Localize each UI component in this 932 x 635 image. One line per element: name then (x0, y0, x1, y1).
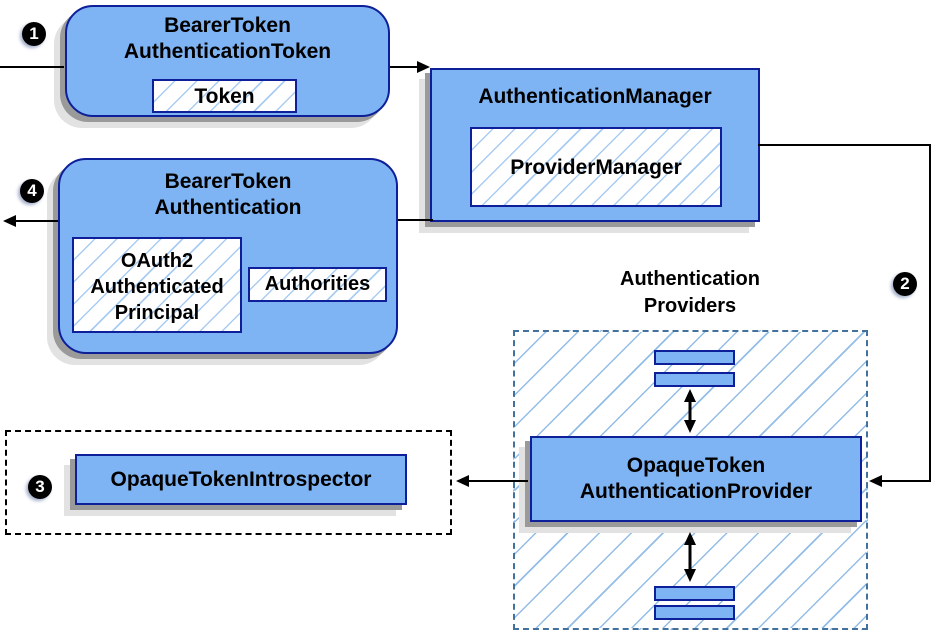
node-title: OpaqueToken AuthenticationProvider (579, 454, 813, 503)
providers-group-title: Authentication Providers (620, 268, 760, 317)
oauth2-principal-chip: OAuth2 Authenticated Principal (72, 237, 242, 333)
authorities-chip: Authorities (248, 267, 387, 302)
badge-step-3: 3 (28, 475, 52, 499)
node-opaque-token-authentication-provider: OpaqueToken AuthenticationProvider (530, 436, 862, 522)
provider-list-item-bottom-1 (654, 586, 735, 601)
provider-list-item-bottom-2 (654, 605, 735, 620)
node-bearer-token-authentication: BearerToken Authentication OAuth2 Authen… (58, 158, 398, 354)
provider-manager-chip: ProviderManager (470, 127, 722, 207)
arrowhead-into-auth-manager (417, 61, 430, 73)
node-title: BearerToken Authentication (154, 170, 302, 219)
provider-list-item-top-1 (654, 350, 735, 365)
node-title: OpaqueTokenIntrospector (110, 468, 372, 491)
arrowhead-result-out-left (3, 215, 16, 227)
provider-list-item-top-2 (654, 372, 735, 387)
node-authentication-manager: AuthenticationManager ProviderManager (430, 68, 760, 222)
badge-step-1: 1 (22, 22, 46, 46)
arrowhead-into-provider (869, 475, 882, 487)
arrowhead-into-introspector (456, 475, 469, 487)
badge-step-4: 4 (20, 179, 44, 203)
badge-step-2: 2 (893, 272, 917, 296)
node-title: AuthenticationManager (478, 85, 712, 108)
providers-group-container: OpaqueToken AuthenticationProvider (513, 330, 868, 630)
node-title: BearerToken AuthenticationToken (123, 14, 332, 63)
node-bearer-token-authentication-token: BearerToken AuthenticationToken Token (65, 5, 390, 117)
token-chip: Token (152, 79, 297, 113)
node-opaque-token-introspector: OpaqueTokenIntrospector (75, 454, 407, 505)
introspector-container: OpaqueTokenIntrospector (5, 430, 452, 535)
